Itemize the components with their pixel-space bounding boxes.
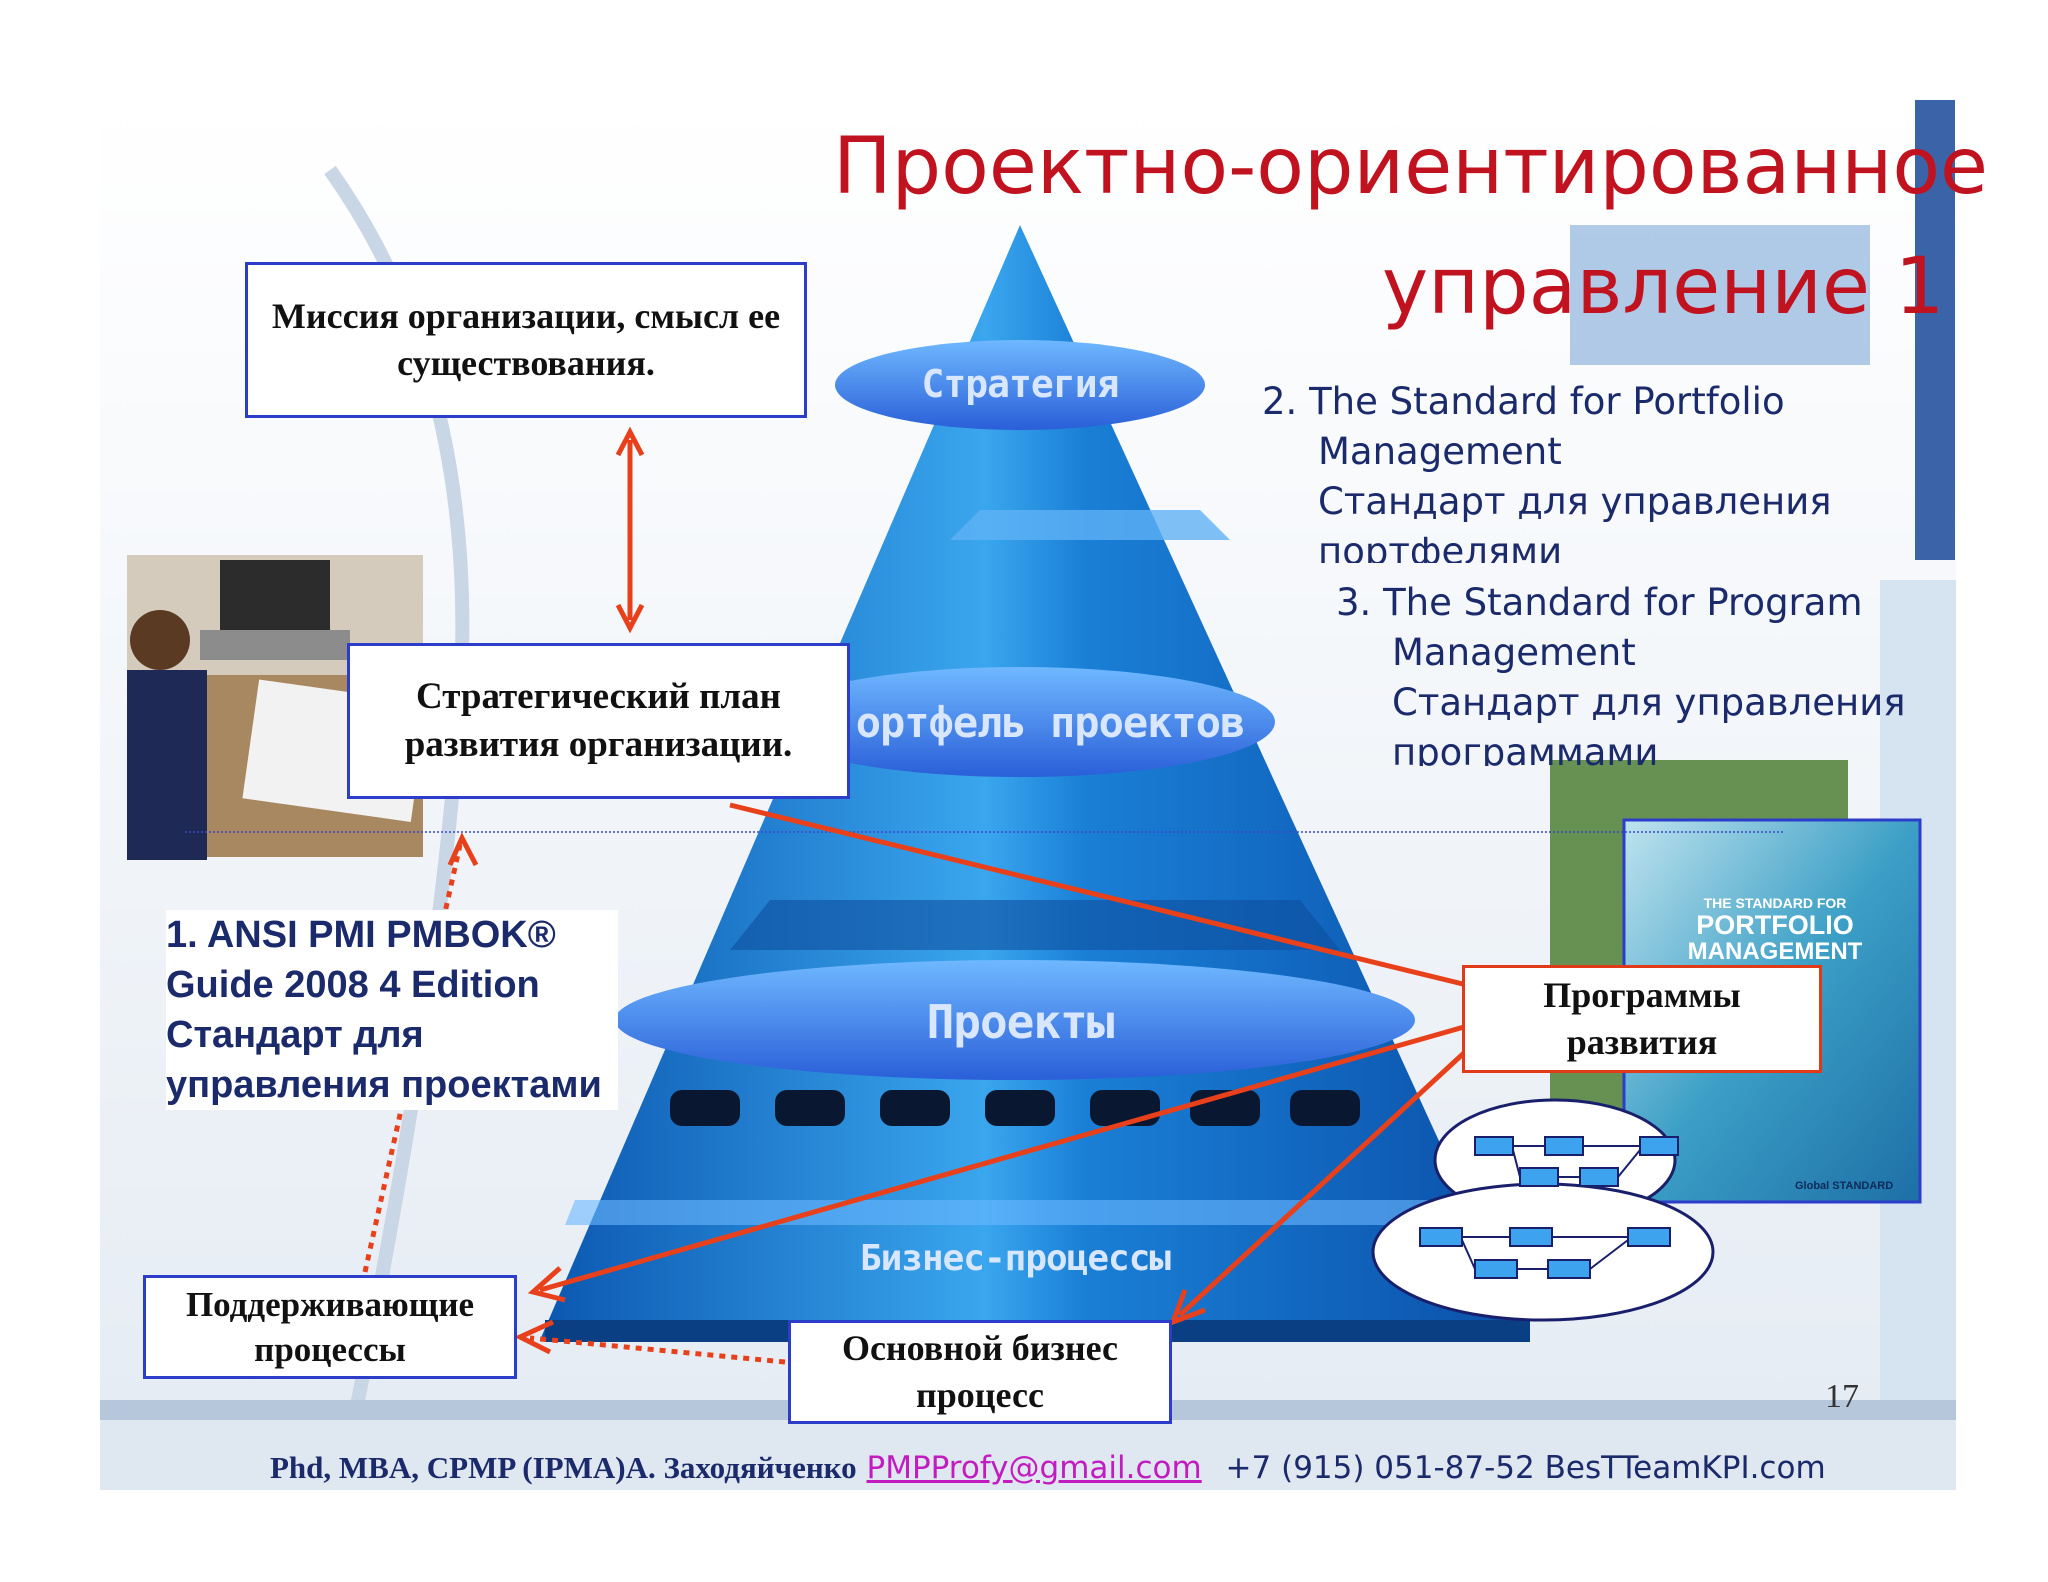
strategic-plan-text: Стратегический план развития организации…	[404, 675, 793, 765]
programs-text: Программы развития	[1543, 975, 1741, 1062]
pmbok-line3: Стандарт для	[166, 1014, 424, 1056]
slide-title-line1: Проектно-ориентированное	[833, 122, 1989, 212]
portfolio-standard-line4: портфелями	[1318, 530, 1563, 563]
core-process-text: Основной бизнес процесс	[841, 1328, 1119, 1415]
page-number: 17	[1825, 1378, 1859, 1415]
footer: Phd, MBA, CPMP (IPMA)А. Заходяйченко PMP…	[270, 1450, 1826, 1486]
mission-box: Миссия организации, смысл ее существован…	[245, 262, 807, 418]
program-standard: 3. The Standard for Program Management С…	[1336, 578, 1906, 766]
portfolio-standard-number: 2.	[1262, 380, 1298, 423]
footer-contact: +7 (915) 051-87-52 BesTTeamKPI.com	[1225, 1450, 1826, 1486]
slide-title-line2: управление 1	[1382, 242, 1945, 332]
portfolio-standard: 2. The Standard for Portfolio Management…	[1262, 377, 1832, 563]
program-standard-line2: Management	[1392, 631, 1636, 674]
footer-author: Phd, MBA, CPMP (IPMA)А. Заходяйченко	[270, 1450, 857, 1485]
pyramid-label-portfolio: ортфель проектов	[855, 698, 1246, 747]
pmbok-standard: 1. ANSI PMI PMBOK® Guide 2008 4 Edition …	[166, 910, 618, 1110]
mission-text: Миссия организации, смысл ее существован…	[271, 296, 781, 383]
book-cover-line2: PORTFOLIO	[1696, 910, 1854, 940]
portfolio-standard-line2: Management	[1318, 430, 1562, 473]
program-standard-number: 3.	[1336, 581, 1372, 624]
pmbok-line4: управления проектами	[166, 1064, 602, 1106]
strategic-plan-box: Стратегический план развития организации…	[347, 643, 850, 799]
portfolio-standard-line3: Стандарт для управления	[1318, 480, 1832, 523]
pyramid-label-business-processes: Бизнес-процессы	[859, 1238, 1171, 1279]
portfolio-standard-line1: The Standard for Portfolio	[1309, 380, 1785, 423]
programs-box: Программы развития	[1462, 965, 1822, 1073]
pyramid-label-strategy: Стратегия	[921, 362, 1120, 406]
program-standard-line4: программами	[1392, 731, 1659, 766]
book-badge: Global STANDARD	[1795, 1180, 1894, 1192]
program-standard-line1: The Standard for Program	[1383, 581, 1863, 624]
core-process-box: Основной бизнес процесс	[788, 1320, 1172, 1424]
supporting-processes-text: Поддерживающие процессы	[185, 1284, 475, 1370]
pyramid-label-projects: Проекты	[926, 995, 1115, 1049]
footer-email-link[interactable]: PMPProfy@gmail.com	[866, 1450, 1202, 1486]
book-cover: THE STANDARD FOR PORTFOLIO MANAGEMENT	[1640, 895, 1910, 965]
book-cover-line1: THE STANDARD FOR	[1703, 895, 1847, 911]
pmbok-line2: Guide 2008 4 Edition	[166, 964, 540, 1006]
book-cover-line3: MANAGEMENT	[1687, 938, 1863, 965]
program-standard-line3: Стандарт для управления	[1392, 681, 1906, 724]
supporting-processes-box: Поддерживающие процессы	[143, 1275, 517, 1379]
pmbok-line1: 1. ANSI PMI PMBOK®	[166, 914, 556, 956]
